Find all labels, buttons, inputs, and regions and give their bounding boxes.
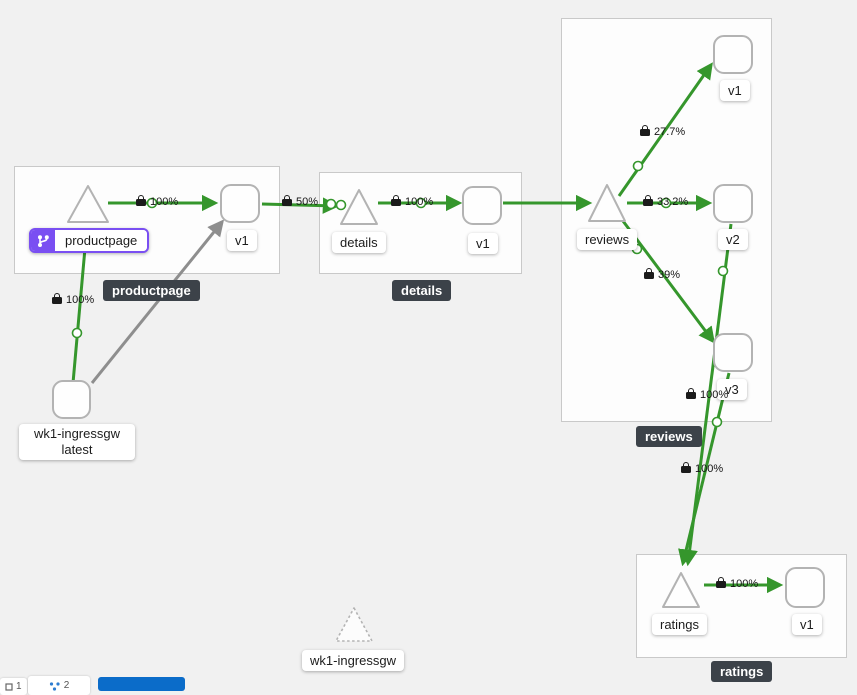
edge-waypoints (71, 160, 729, 428)
ratings-service-label[interactable]: ratings (652, 614, 708, 635)
summary-badge-1[interactable]: 1 (0, 678, 27, 695)
node-reviews-v1[interactable] (713, 35, 753, 74)
edge-label-reviews-v2: 33.2% (643, 194, 688, 208)
edge-label-ingress-productpage: 100% (52, 292, 94, 306)
node-productpage-v1[interactable] (220, 184, 260, 223)
edge-label-ppv1-details: 50% (282, 194, 318, 208)
node-ingress-workload[interactable] (52, 380, 91, 419)
node-ratings-service[interactable] (662, 572, 700, 608)
virtual-service-branch-icon (31, 230, 55, 251)
edge-label-productpage-v1: 100% (136, 194, 178, 208)
edge-label-reviews-v3: 39% (644, 267, 680, 281)
productpage-service-label-text: productpage (55, 230, 148, 251)
mtls-lock-icon (52, 292, 62, 304)
summary-badge-2[interactable]: 2 (28, 676, 90, 695)
edge-ingress-to-productpage[interactable] (71, 233, 94, 384)
edge-ingress-to-ppv1-gray[interactable] (90, 219, 225, 384)
edge-label-reviews-v1: 27.7% (640, 124, 685, 138)
productpage-v1-label[interactable]: v1 (227, 230, 257, 251)
edge-label-ratings-v1: 100% (716, 576, 758, 590)
edge-v3-to-ratings[interactable] (678, 372, 731, 567)
reviews-v1-label[interactable]: v1 (720, 80, 750, 101)
node-reviews-v3[interactable] (713, 333, 753, 372)
details-service-label[interactable]: details (332, 232, 386, 253)
group-tooltip-details: details (392, 280, 452, 301)
node-ratings-v1[interactable] (785, 567, 825, 608)
edge-label-details-v1: 100% (391, 194, 433, 208)
bottom-action-button[interactable] (98, 677, 185, 691)
edge-label-v2-ratings: 100% (686, 387, 728, 401)
mtls-lock-icon (136, 194, 146, 206)
ingress-workload-name: wk1-ingressgw (34, 426, 120, 441)
mtls-lock-icon (686, 387, 696, 399)
mtls-lock-icon (391, 194, 401, 206)
group-tooltip-ratings: ratings (711, 661, 773, 682)
group-tooltip-reviews: reviews (636, 426, 702, 447)
idle-gateway-label[interactable]: wk1-ingressgw (302, 650, 404, 671)
reviews-service-label[interactable]: reviews (577, 229, 638, 250)
node-reviews-v2[interactable] (713, 184, 753, 223)
reviews-v3-label[interactable]: v3 (717, 379, 747, 400)
mtls-lock-icon (643, 194, 653, 206)
details-v1-label[interactable]: v1 (468, 233, 498, 254)
node-reviews-service[interactable] (588, 184, 626, 222)
node-idle-gateway-service[interactable] (335, 607, 373, 642)
node-details-v1[interactable] (462, 186, 502, 225)
mtls-lock-icon (640, 124, 650, 136)
node-details-service[interactable] (340, 189, 378, 225)
node-productpage-service[interactable] (67, 185, 109, 223)
reviews-v2-label[interactable]: v2 (718, 229, 748, 250)
ingress-workload-version: latest (61, 442, 93, 457)
mtls-lock-icon (282, 194, 292, 206)
edge-label-v3-ratings: 100% (681, 461, 723, 475)
edge-reviews-to-v1[interactable] (617, 62, 713, 197)
productpage-service-label[interactable]: productpage (29, 228, 150, 253)
mtls-lock-icon (716, 576, 726, 588)
mtls-lock-icon (644, 267, 654, 279)
summary-badge-1-count: 1 (16, 681, 22, 692)
mtls-lock-icon (681, 461, 691, 473)
app-icon (5, 682, 13, 691)
edge-ppv1-to-details[interactable] (261, 197, 340, 214)
ratings-v1-label[interactable]: v1 (792, 614, 822, 635)
ingress-workload-label[interactable]: wk1-ingressgw latest (19, 424, 135, 460)
gateway-icon (49, 681, 60, 691)
summary-badge-2-count: 2 (63, 680, 70, 691)
group-tooltip-productpage: productpage (103, 280, 200, 301)
